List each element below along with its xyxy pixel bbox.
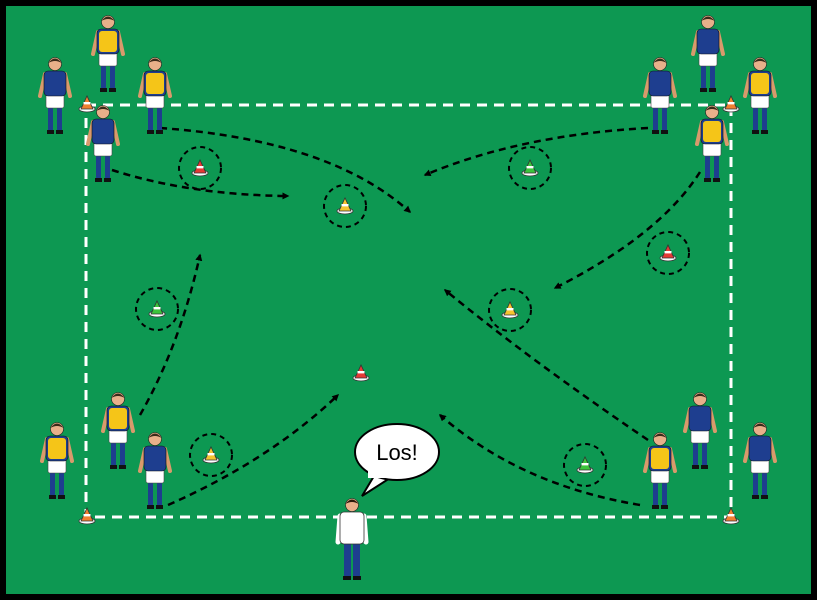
player-figure xyxy=(743,57,777,134)
player-figure xyxy=(101,392,135,469)
coach xyxy=(335,498,369,580)
training-cone-icon xyxy=(189,433,233,477)
player-figure xyxy=(691,15,725,92)
training-cone-icon xyxy=(135,287,179,331)
training-cone-icon xyxy=(722,95,740,113)
run-path-arrow xyxy=(159,126,412,213)
speech-bubble: Los! xyxy=(354,423,440,497)
player-figure xyxy=(743,422,777,499)
player-figure xyxy=(91,15,125,92)
training-cone-icon xyxy=(78,507,96,525)
training-cone-icon xyxy=(646,231,690,275)
player-figure xyxy=(643,57,677,134)
run-path-arrow xyxy=(138,253,203,416)
training-cone-icon xyxy=(178,146,222,190)
training-cone-icon xyxy=(323,184,367,228)
speech-bubble-text: Los! xyxy=(376,440,418,465)
players xyxy=(38,15,777,509)
speech-bubble-oval xyxy=(354,423,440,481)
run-path-arrow xyxy=(167,394,340,507)
run-path-arrow xyxy=(443,289,649,442)
run-path-arrow xyxy=(423,126,649,177)
player-figure xyxy=(695,105,729,182)
training-cone-icon xyxy=(488,288,532,332)
cones xyxy=(78,95,740,525)
player-figure xyxy=(86,105,120,182)
coach-figure xyxy=(335,498,369,580)
player-figure xyxy=(40,422,74,499)
drill-boundary xyxy=(84,103,733,519)
player-figure xyxy=(643,432,677,509)
player-figure xyxy=(138,57,172,134)
run-path-arrow xyxy=(438,414,641,507)
training-cone-icon xyxy=(78,95,96,113)
player-figure xyxy=(138,432,172,509)
training-cone-icon xyxy=(352,364,370,382)
player-figure xyxy=(683,392,717,469)
training-cone-icon xyxy=(563,443,607,487)
player-figure xyxy=(38,57,72,134)
training-cone-icon xyxy=(722,507,740,525)
training-cone-icon xyxy=(508,146,552,190)
run-path-arrow xyxy=(553,171,702,290)
